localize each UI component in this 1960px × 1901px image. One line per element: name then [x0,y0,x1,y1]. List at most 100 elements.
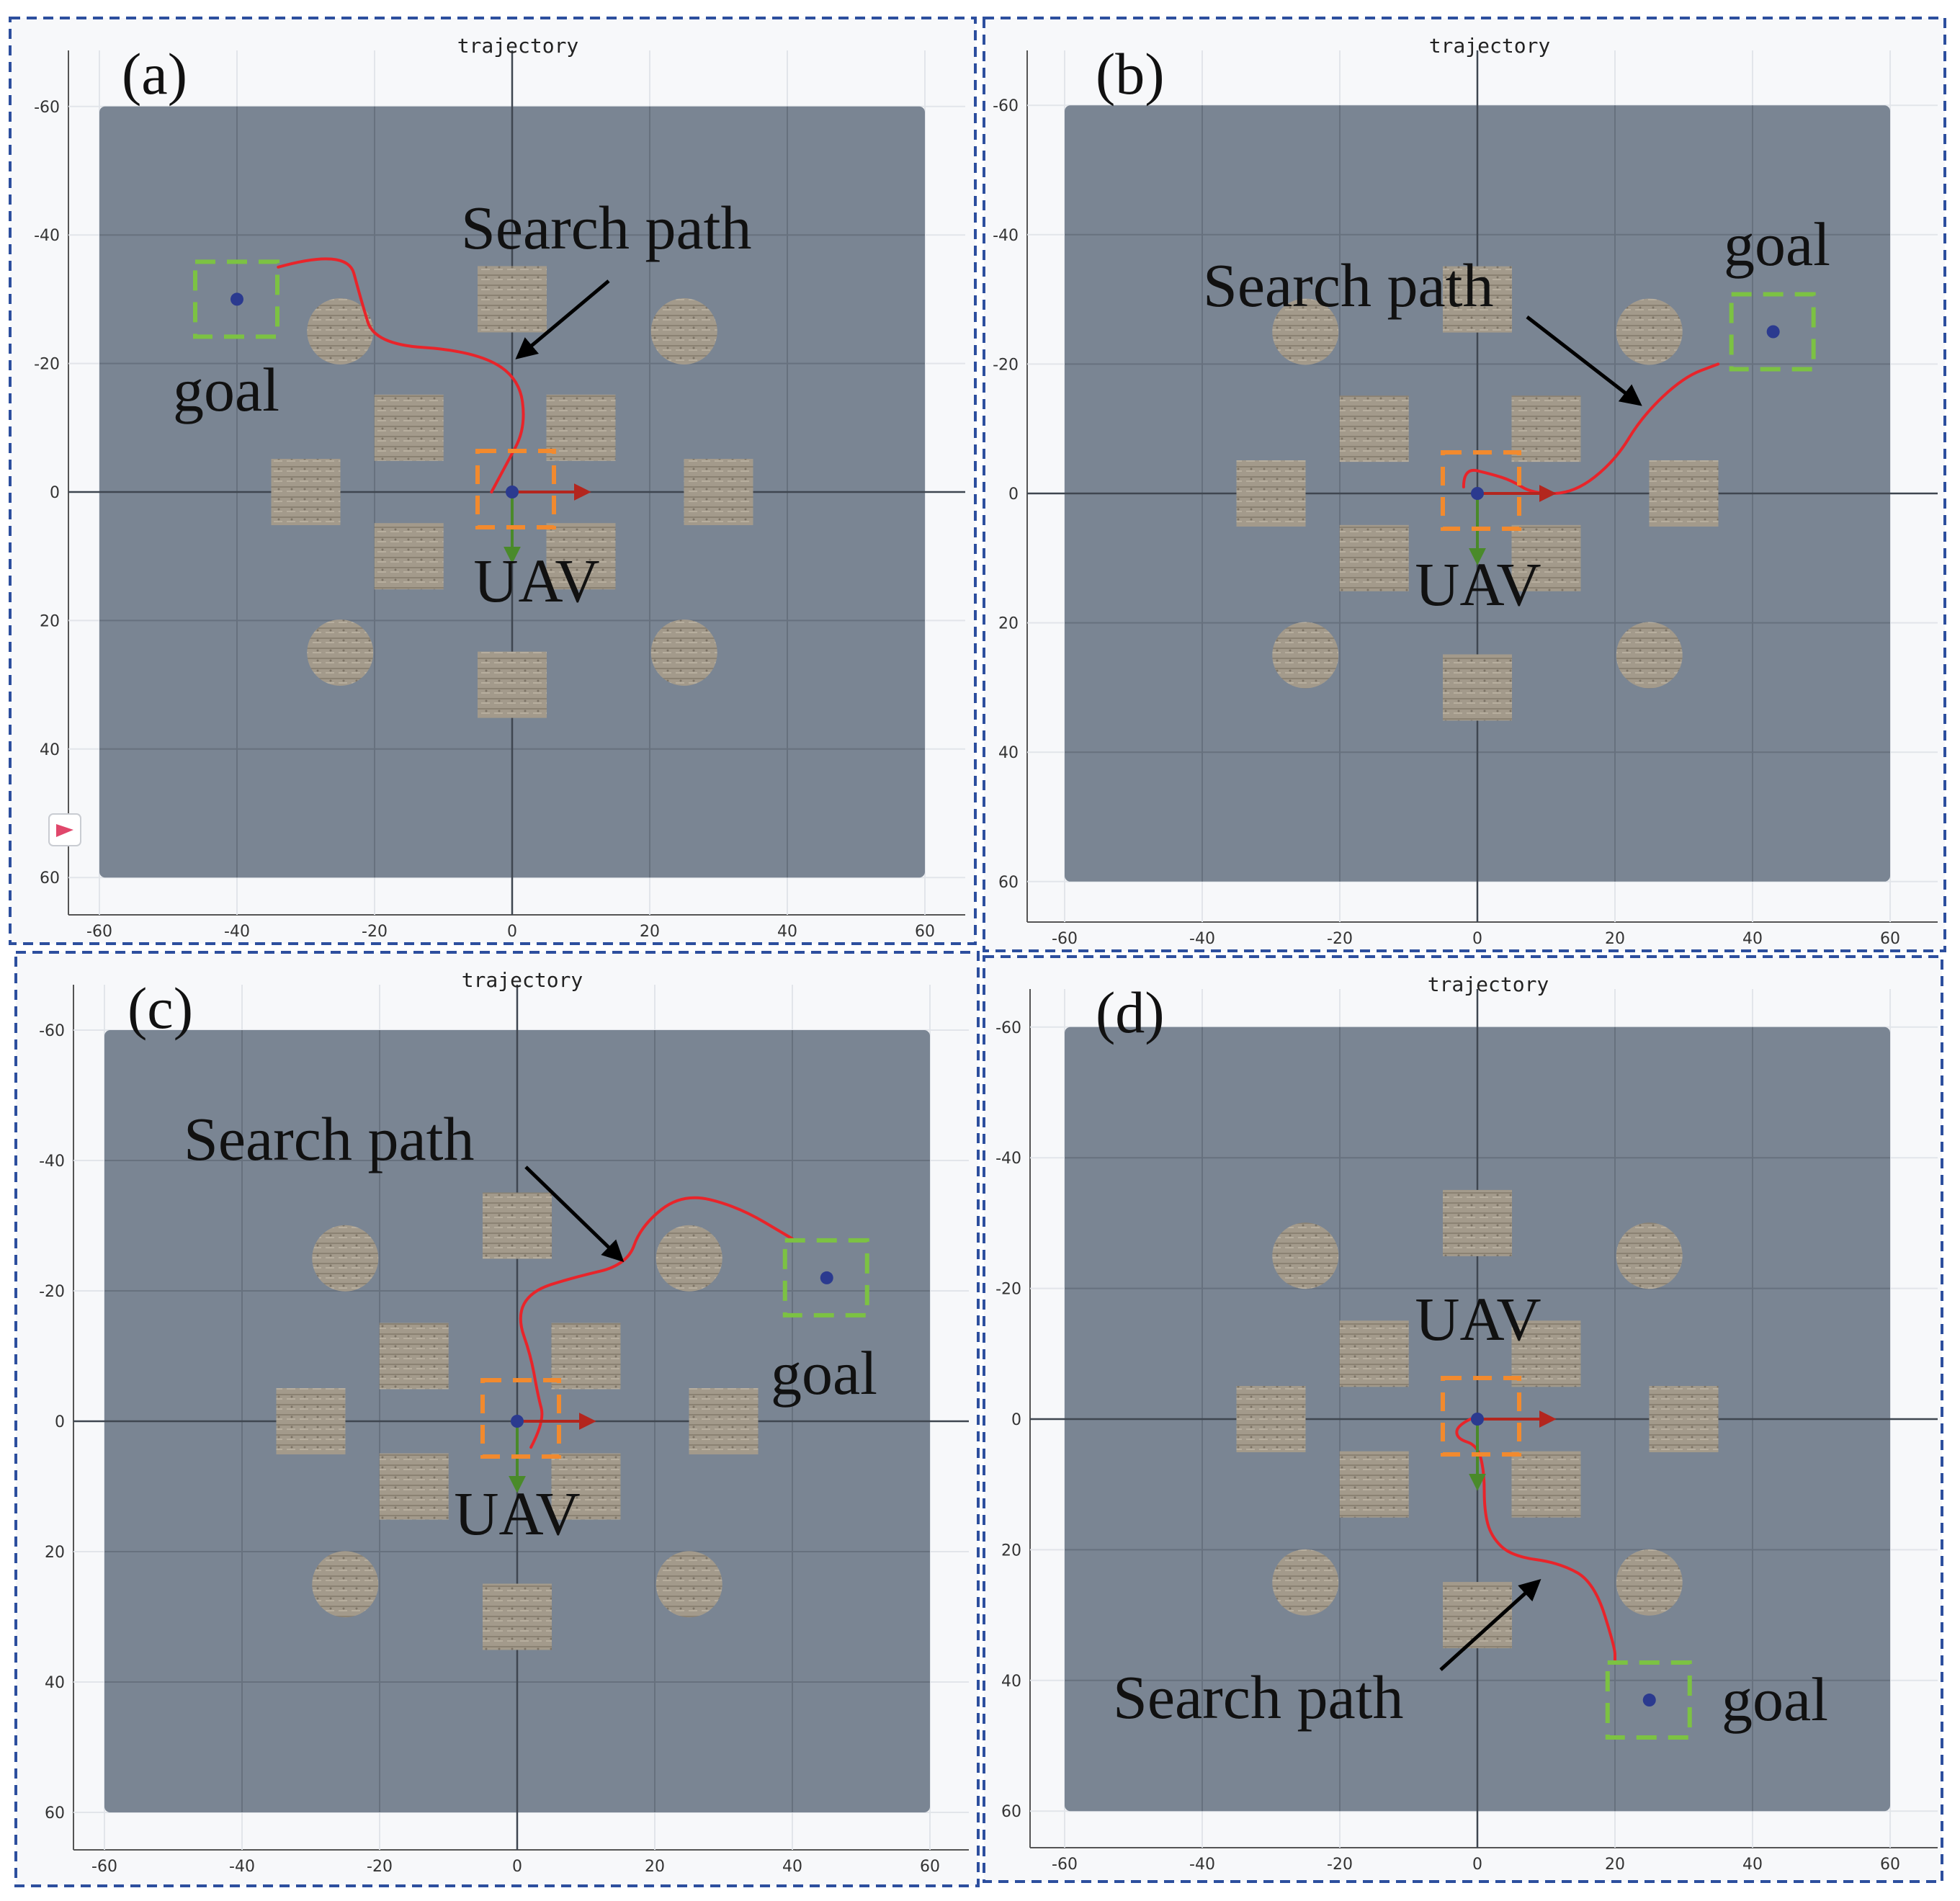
x-tick-label: 0 [507,923,517,941]
goal-label: goal [1722,1665,1828,1734]
tool-icon-glyph [56,824,73,837]
y-tick-label: -20 [34,356,60,374]
search-path-label: Search path [1203,251,1494,320]
x-tick-label: -60 [86,923,112,941]
panel-letter-label: (d) [1096,980,1165,1045]
goal-highlight-box [193,259,279,339]
uav-position-dot [1471,487,1484,500]
y-tick-label: 20 [998,615,1019,633]
obstacle-block [1339,1320,1409,1387]
goal-position-dot [1642,1694,1656,1707]
obstacle-block [1511,395,1581,462]
obstacle-block [478,651,547,718]
obstacle-pillar [1272,1222,1339,1289]
obstacle-pillar [1272,1549,1339,1616]
y-tick-label: 60 [45,1804,65,1822]
y-tick-label: 0 [50,484,60,502]
obstacle-pillar [1616,1549,1683,1616]
y-tick-label: -40 [995,1150,1021,1168]
x-tick-label: 60 [1880,930,1900,948]
obstacle-pillar [312,1551,379,1618]
uav-position-dot [511,1415,524,1428]
plot-title: trajectory [462,968,583,992]
y-tick-label: 60 [998,874,1019,892]
y-tick-label: 20 [1001,1542,1021,1560]
obstacle-pillar [650,298,717,364]
obstacle-pillar [1616,1222,1683,1289]
uav-position-dot [506,486,519,498]
obstacle-block [1236,1386,1306,1452]
uav-label: UAV [1415,550,1541,619]
obstacle-block [546,394,616,461]
uav-highlight-box [475,449,556,529]
obstacle-block [374,394,444,461]
x-tick-label: 60 [1880,1856,1900,1874]
x-tick-label: -40 [1189,930,1215,948]
obstacle-pillar [1616,622,1683,689]
y-tick-label: -20 [39,1283,65,1301]
uav-label: UAV [454,1479,580,1548]
goal-label: goal [1724,210,1830,279]
search-path-pointer-arrow [1526,316,1642,406]
obstacle-block [1339,1451,1409,1518]
obstacle-block [1443,654,1512,721]
x-tick-label: -40 [224,923,250,941]
y-tick-label: -20 [993,356,1019,374]
x-tick-label: -40 [1189,1856,1215,1874]
y-tick-label: 60 [40,869,60,887]
x-tick-label: 20 [640,923,660,941]
x-tick-label: -60 [91,1858,117,1876]
plot-title: trajectory [1429,34,1551,58]
y-tick-label: 20 [45,1544,65,1562]
obstacle-pillar [1616,298,1683,365]
goal-highlight-box [1605,1660,1692,1740]
x-tick-label: 40 [1742,1856,1763,1874]
y-tick-label: 0 [55,1413,65,1431]
uav-highlight-box [1441,450,1521,531]
obstacle-pillar [1272,622,1339,689]
obstacle-block [551,1453,621,1520]
search-path-pointer-arrow [515,279,610,359]
obstacle-block [483,1583,552,1650]
x-tick-label: -40 [229,1858,255,1876]
x-tick-label: 20 [1605,1856,1625,1874]
y-tick-label: -40 [993,227,1019,245]
x-tick-label: 40 [782,1858,802,1876]
plot-title: trajectory [457,34,579,58]
obstacle-block [1236,460,1306,527]
x-tick-label: -20 [367,1858,393,1876]
y-tick-label: -60 [995,1019,1021,1037]
search-path-label: Search path [184,1104,475,1173]
y-tick-label: 40 [998,744,1019,762]
obstacle-block [271,459,341,525]
y-tick-label: -60 [993,97,1019,115]
obstacle-block [546,523,616,590]
y-tick-label: 0 [1011,1411,1021,1429]
obstacle-block [478,266,547,333]
x-tick-label: -60 [1052,1856,1078,1874]
search-path-line [1462,362,1720,496]
x-tick-label: 60 [915,923,935,941]
search-path-line [277,257,525,493]
obstacle-block [551,1323,621,1390]
x-tick-label: 0 [1472,930,1482,948]
obstacle-pillar [307,619,374,686]
y-tick-label: -60 [34,99,60,117]
x-tick-label: 40 [777,923,797,941]
x-tick-label: 40 [1742,930,1763,948]
uav-label: UAV [1415,1284,1541,1354]
goal-highlight-box [782,1238,869,1318]
obstacle-block [1511,524,1581,591]
goal-position-dot [820,1271,833,1284]
panel-letter-label: (b) [1096,41,1165,107]
goal-highlight-box [1729,292,1816,372]
obstacle-block [1339,524,1409,591]
y-tick-label: 60 [1001,1803,1021,1821]
obstacle-pillar [307,298,374,364]
obstacle-block [1649,460,1719,527]
y-tick-label: -20 [995,1281,1021,1299]
obstacle-block [1649,1386,1719,1452]
